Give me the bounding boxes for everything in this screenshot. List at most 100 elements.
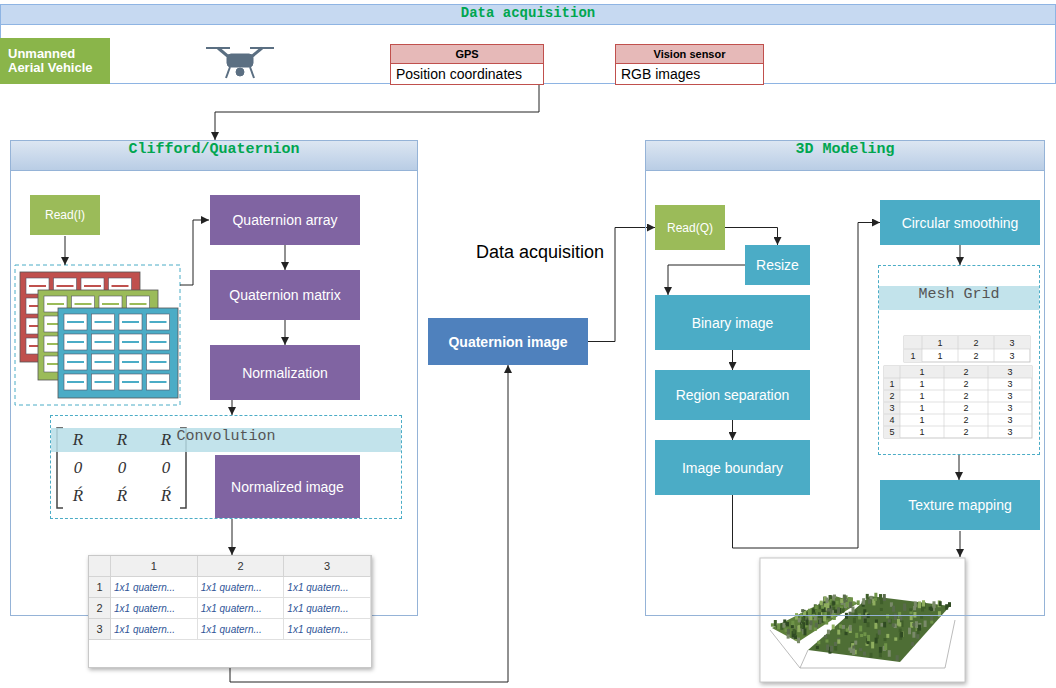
flow-connector xyxy=(732,350,733,370)
flow-connector xyxy=(732,420,733,440)
box-label: Quaternion image xyxy=(448,334,567,350)
convolution-group: ConvolutionNormalized image xyxy=(50,415,402,519)
image-layer xyxy=(38,290,158,380)
table-cell: 3 xyxy=(1007,427,1012,437)
matrix-entry: 0 xyxy=(118,458,127,478)
box-label: Position coordinates xyxy=(391,64,543,84)
box-heading: 3D Modeling xyxy=(646,141,1044,171)
table-cell: 2 xyxy=(973,351,978,361)
box-label: Circular smoothing xyxy=(902,215,1019,231)
process-box: Quaternion array xyxy=(210,195,360,245)
box-label: Normalized image xyxy=(231,479,344,495)
table-cell: 1x1 quatern... xyxy=(111,619,198,640)
flow-connector xyxy=(285,245,286,270)
box-label: Quaternion matrix xyxy=(229,287,340,303)
table-cell: 2 xyxy=(198,556,285,577)
box-label: Normalization xyxy=(242,365,328,381)
matrix-entry: Ŕ xyxy=(161,486,171,506)
box-heading: Vision sensor xyxy=(616,45,763,64)
mesh-grid-table xyxy=(884,336,1032,438)
module-panel: Clifford/QuaternionRead(I) Quaternion arr… xyxy=(10,140,418,616)
matrix-entry: Ŕ xyxy=(73,486,83,506)
process-box: Region separation xyxy=(655,370,810,420)
drone-icon xyxy=(206,48,274,78)
flow-arrow xyxy=(180,220,209,285)
table-cell: 1 xyxy=(89,577,111,598)
table-cell: 3 xyxy=(1009,338,1014,348)
table-cell: 2 xyxy=(963,379,968,389)
sensor-box: GPSPosition coordinates xyxy=(390,44,544,85)
matrix-entry: R xyxy=(161,430,171,450)
process-box: Binary image xyxy=(655,295,810,350)
process-box: Circular smoothing xyxy=(880,200,1040,245)
rgb-image-stack xyxy=(20,272,178,398)
input-box: Read(I) xyxy=(30,195,100,235)
table-cell: 2 xyxy=(963,403,968,413)
box-heading: Clifford/Quaternion xyxy=(11,141,417,171)
table-cell: 3 xyxy=(1007,367,1012,377)
matrix-entry: 0 xyxy=(74,458,83,478)
box-label: RGB images xyxy=(616,64,763,84)
table-cell: 1x1 quatern... xyxy=(198,619,285,640)
box-label: Read(Q) xyxy=(667,221,713,235)
render-frame xyxy=(760,558,965,682)
table-cell: 1 xyxy=(919,391,924,401)
table-cell: 1 xyxy=(919,415,924,425)
table-cell: 1 xyxy=(937,351,942,361)
table-cell: 4 xyxy=(889,415,894,425)
flow-connector xyxy=(232,400,233,415)
terrain-texture xyxy=(771,593,951,661)
box-label: Quaternion array xyxy=(232,212,337,228)
table-cell: 1 xyxy=(111,556,198,577)
table-cell: 2 xyxy=(963,367,968,377)
box-label: Resize xyxy=(756,257,799,273)
flow-connector xyxy=(285,320,286,345)
uav-box: Unmanned Aerial Vehicle xyxy=(0,38,110,84)
table-cell: 3 xyxy=(89,619,111,640)
process-box: Texture mapping xyxy=(880,480,1040,530)
image-layer xyxy=(58,308,178,398)
table-cell: 1x1 quatern... xyxy=(111,577,198,598)
sensor-box: Vision sensorRGB images xyxy=(615,44,764,85)
matrix-entry: R xyxy=(73,430,83,450)
table-cell: 3 xyxy=(1007,379,1012,389)
box-heading: Data acquisition xyxy=(1,5,1055,25)
table-cell: 1 xyxy=(937,338,942,348)
table-cell: 3 xyxy=(1007,391,1012,401)
matrix-bracket xyxy=(57,428,186,508)
flow-connector xyxy=(960,245,961,265)
flow-connector xyxy=(959,455,960,480)
table-cell: 2 xyxy=(963,391,968,401)
terrain-slab xyxy=(808,596,950,662)
table-cell: 1x1 quatern... xyxy=(284,598,371,619)
acquisition-band: Data acquisitionUnmanned Aerial Vehicle G… xyxy=(0,4,1056,84)
quaternion-table: 12311x1 quatern...1x1 quatern...1x1 quat… xyxy=(88,555,372,668)
mesh-grid-group: Mesh Grid xyxy=(878,265,1040,455)
box-label: Read(I) xyxy=(45,208,85,222)
flow-connector xyxy=(668,265,745,295)
output-box: Quaternion image xyxy=(428,318,588,365)
table-cell: 3 xyxy=(1009,351,1014,361)
module-panel: 3D ModelingRead(Q) ResizeBinary imageRegi… xyxy=(645,140,1045,616)
table-cell: 3 xyxy=(1007,403,1012,413)
table-cell: 3 xyxy=(889,403,894,413)
table-cell: 2 xyxy=(889,391,894,401)
matrix-entry: R xyxy=(117,430,127,450)
table-cell: 2 xyxy=(963,427,968,437)
box-label: Image boundary xyxy=(682,460,783,476)
table-cell: 1 xyxy=(889,379,894,389)
input-box: Read(Q) xyxy=(655,205,725,250)
box-heading: GPS xyxy=(391,45,543,64)
table-cell: 5 xyxy=(889,427,894,437)
process-box: Normalization xyxy=(210,345,360,400)
flow-connector xyxy=(725,228,778,246)
floating-label: Data acquisition xyxy=(476,242,604,263)
process-box: Image boundary xyxy=(655,440,810,495)
process-box: Quaternion matrix xyxy=(210,270,360,320)
flow-connector xyxy=(215,85,539,140)
box-heading: Convolution xyxy=(51,428,401,452)
table-cell: 1x1 quatern... xyxy=(111,598,198,619)
image-stack-frame xyxy=(15,265,180,405)
